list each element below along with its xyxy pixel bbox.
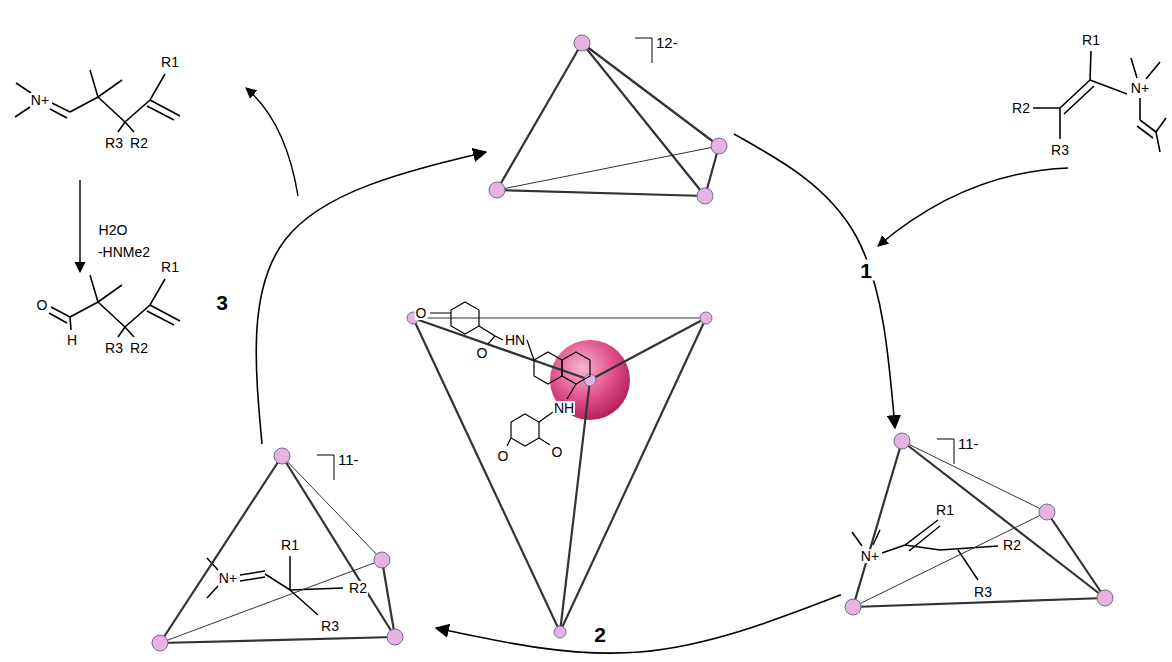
structure-label: H — [66, 333, 78, 347]
structure-label: HN — [504, 333, 526, 347]
tetrahedron-outline — [490, 35, 730, 215]
carbon-skeleton — [70, 70, 180, 132]
metal-vertex — [1097, 590, 1113, 606]
reaction-arrow — [256, 152, 486, 444]
structure-label: R1 — [280, 538, 300, 552]
bond — [49, 307, 71, 330]
structure-label: O — [476, 346, 489, 360]
charge-label: 11- — [338, 452, 359, 467]
structure-label: R2 — [1002, 538, 1022, 552]
metal-vertex — [894, 433, 910, 449]
structure-label: R1 — [935, 503, 955, 517]
cage-edge — [902, 441, 1105, 598]
charge-label: 11- — [958, 436, 979, 451]
cage-edge — [413, 318, 706, 319]
structure-label: R3 — [104, 136, 124, 150]
cage-edge — [1047, 512, 1105, 598]
guest-structure — [852, 520, 998, 580]
metal-vertex — [387, 629, 403, 645]
structure-label: R2 — [129, 341, 149, 355]
charge-bracket — [937, 439, 954, 464]
structure-label: R1 — [1081, 33, 1101, 47]
step-number: 3 — [214, 292, 230, 313]
cage-edge — [413, 318, 706, 632]
structure-label: H2O — [98, 223, 129, 237]
metal-vertex — [274, 448, 290, 464]
metal-vertex — [152, 635, 168, 651]
structure-label: R3 — [104, 341, 124, 355]
ligand-structure — [430, 302, 590, 446]
host-cage — [407, 302, 712, 638]
substrate-structure — [1033, 51, 1166, 152]
structure-label: N+ — [860, 549, 880, 563]
metal-vertex — [711, 138, 727, 154]
cage-edge — [582, 43, 705, 196]
structure-label: R3 — [1050, 143, 1070, 157]
charge-label: 12- — [656, 35, 678, 50]
structure-label: O — [415, 306, 428, 320]
guest-structure — [207, 556, 343, 615]
step-number: 1 — [858, 260, 874, 281]
metal-vertex — [374, 552, 390, 568]
structure-label: NH — [553, 401, 575, 415]
cage-edge — [582, 43, 719, 146]
metal-vertex — [574, 35, 590, 51]
structure-label: O — [497, 449, 510, 463]
structure-label: N+ — [218, 571, 238, 585]
charge-bracket — [317, 455, 334, 480]
structure-label: R1 — [160, 260, 180, 274]
cage-edge — [382, 560, 395, 637]
structure-label: N+ — [30, 93, 50, 107]
substrate-arrow — [878, 168, 1068, 246]
structure-label: R2 — [129, 136, 149, 150]
step-number: 2 — [592, 624, 608, 645]
structure-label: R3 — [320, 619, 340, 633]
metal-vertex — [407, 312, 712, 638]
structure-label: O — [551, 445, 564, 459]
metal-vertex — [1039, 504, 1055, 520]
reaction-arrow — [734, 134, 895, 428]
host-cage: 12- — [490, 35, 730, 215]
structure-label: R1 — [160, 55, 180, 69]
structure-label: -HNMe2 — [97, 245, 151, 259]
cage-edge — [853, 441, 902, 607]
product-aldehyde — [49, 275, 180, 337]
structure-label: O — [36, 298, 49, 312]
cage-edge — [902, 441, 1047, 512]
release-arrow — [246, 88, 298, 196]
cage-edge — [160, 637, 395, 643]
bond — [15, 83, 70, 118]
structure-label: R2 — [1011, 101, 1031, 115]
metal-vertex — [697, 188, 713, 204]
metal-vertex — [489, 182, 505, 198]
cavity-sphere — [550, 340, 630, 420]
cage-edge — [853, 598, 1105, 607]
structure-label: R2 — [348, 581, 368, 595]
structure-label: R3 — [973, 585, 993, 599]
structure-label: N+ — [1130, 81, 1150, 95]
cage-edge — [160, 560, 382, 643]
carbon-skeleton — [70, 275, 180, 337]
reaction-arrow — [436, 595, 841, 653]
cage-edge — [413, 318, 590, 380]
cage-edge — [497, 43, 582, 190]
product-iminium — [15, 70, 180, 132]
reaction-arrow — [79, 180, 80, 272]
cage-edge — [853, 512, 1047, 607]
cage-edge — [497, 190, 705, 196]
cage-edge — [497, 146, 719, 190]
cage-edge — [160, 456, 282, 643]
metal-vertex — [845, 599, 861, 615]
charge-bracket — [635, 38, 652, 63]
